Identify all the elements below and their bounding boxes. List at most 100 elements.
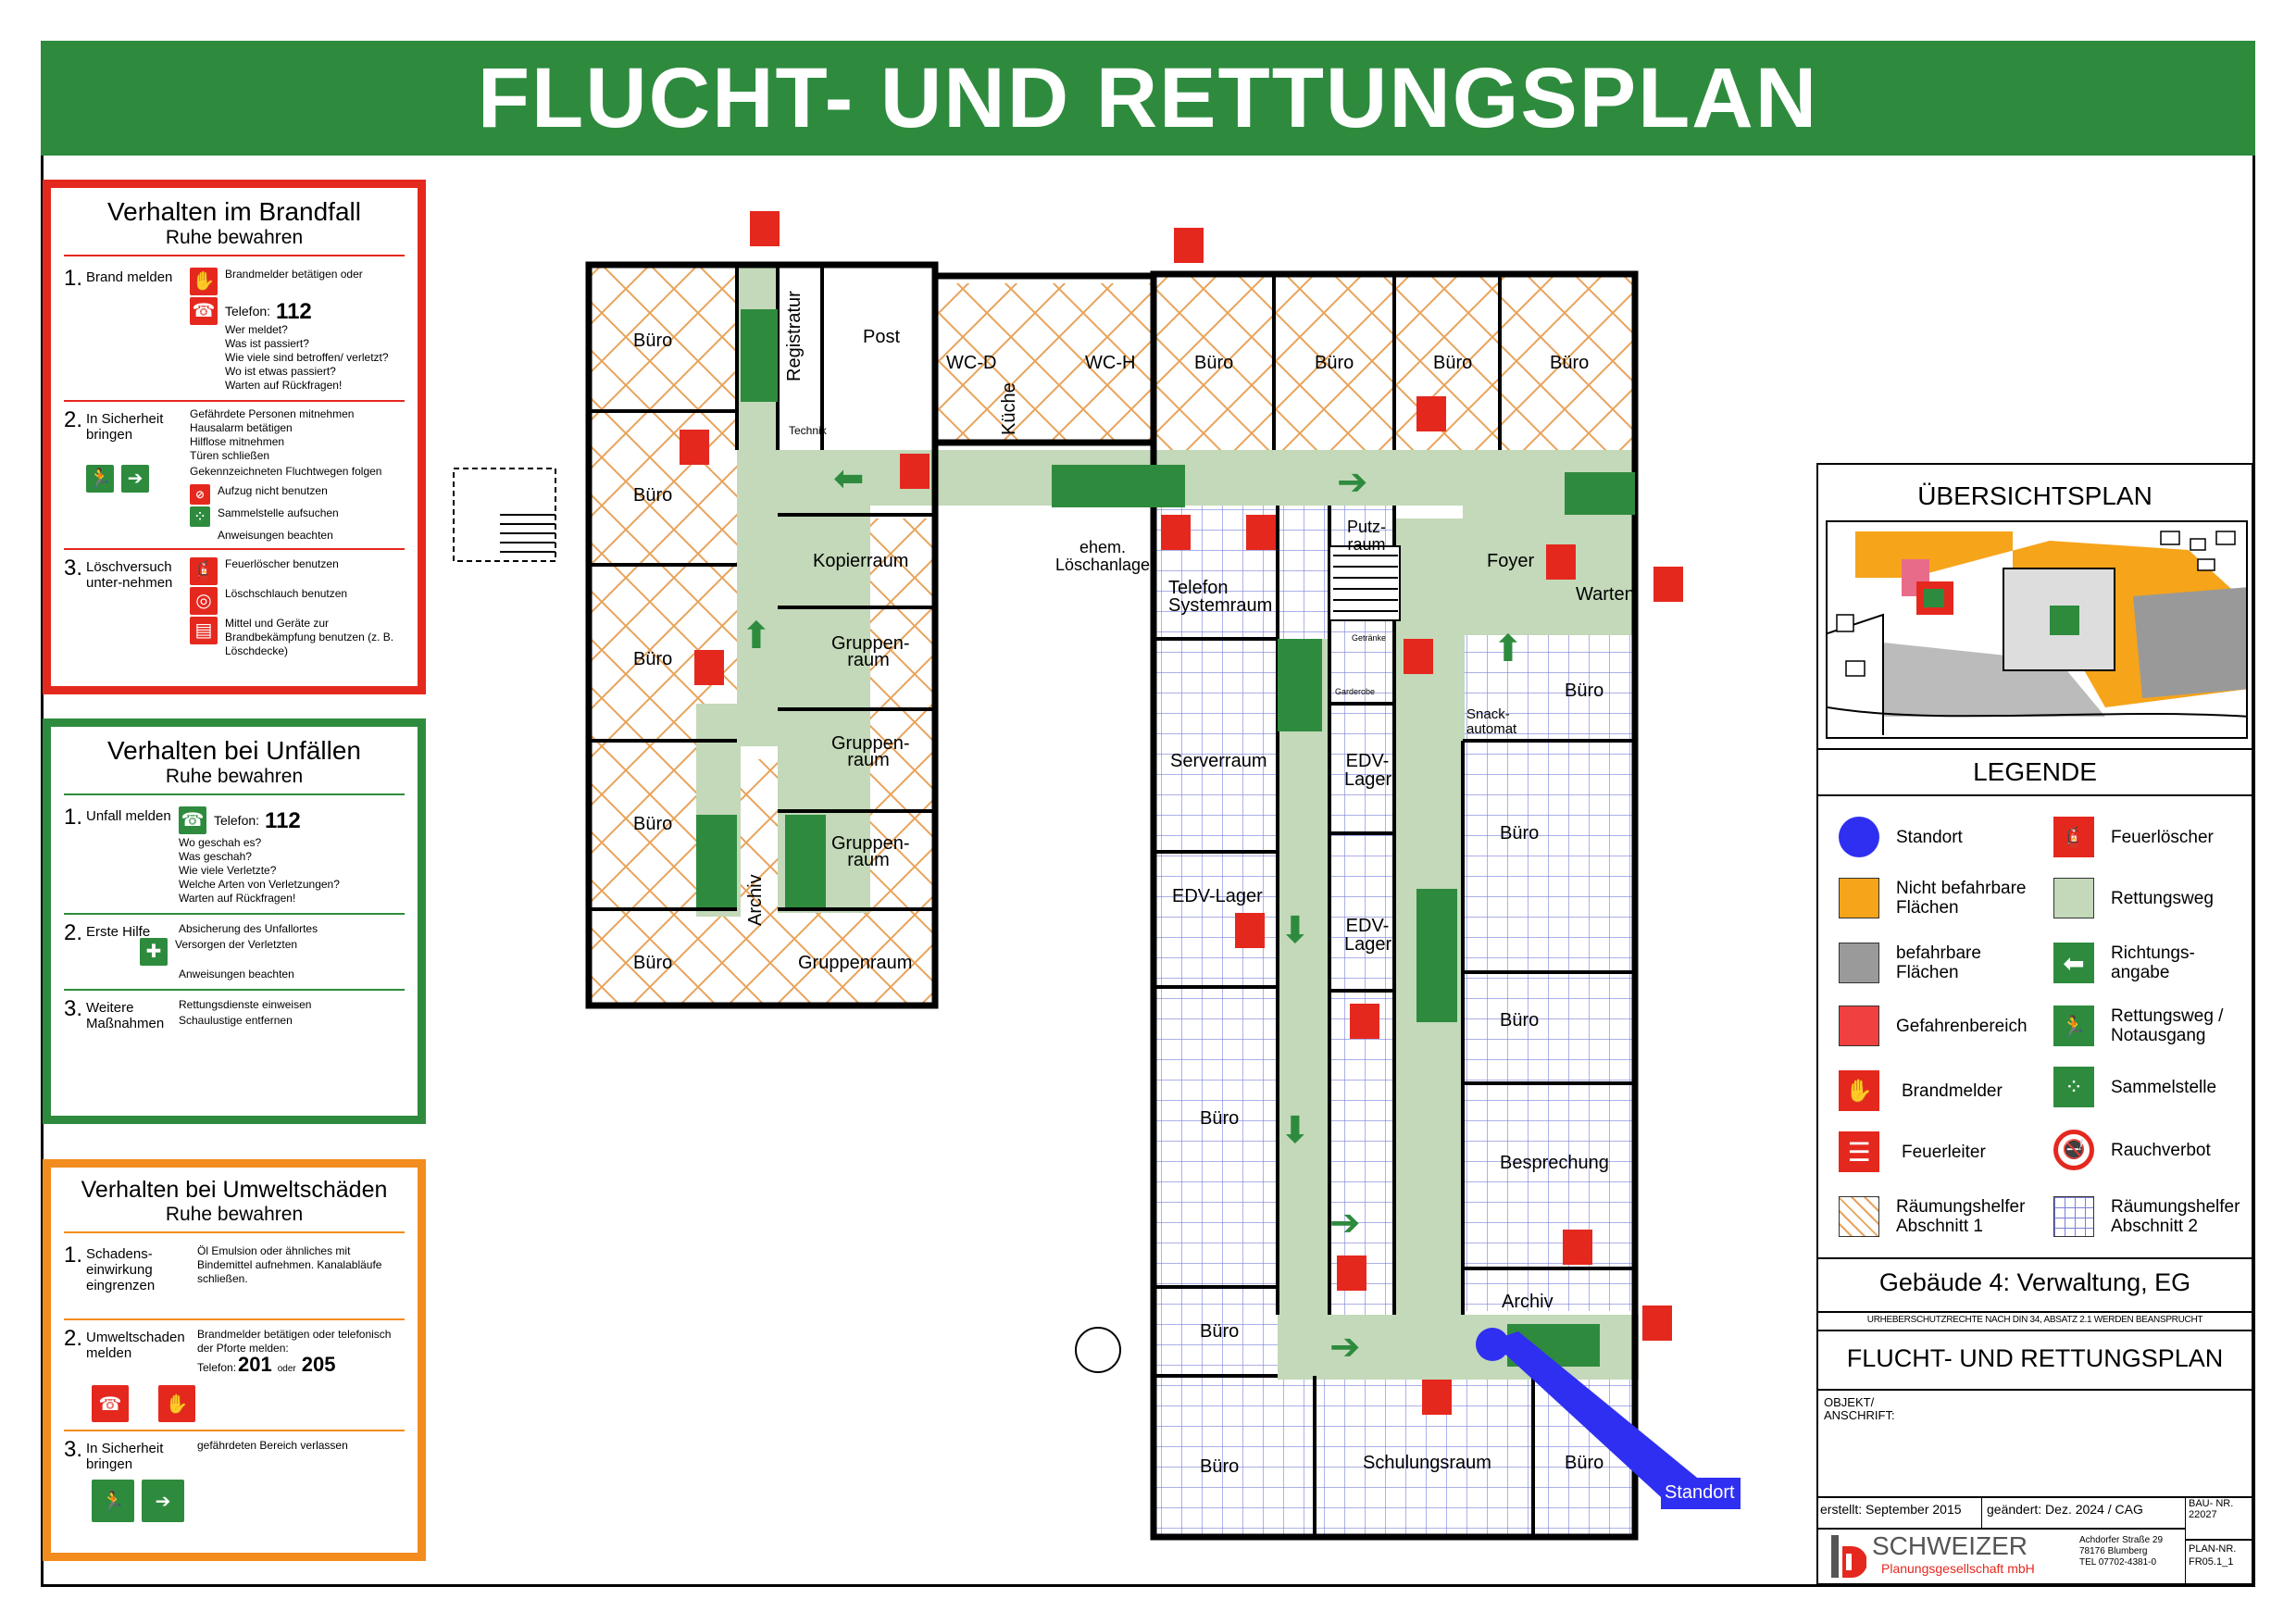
room-label: EDV-Lager bbox=[1344, 751, 1392, 790]
room-label: Büro bbox=[1315, 353, 1354, 373]
legend-label: Räumungshelfer Abschnitt 2 bbox=[2111, 1197, 2240, 1236]
step-text: Welche Arten von Verletzungen? bbox=[179, 878, 340, 891]
room-label: WC-D bbox=[946, 353, 997, 373]
legend-label: Nicht befahrbare Flächen bbox=[1896, 879, 2027, 918]
unfaelle-title: Verhalten bei Unfällen bbox=[107, 736, 361, 765]
step-text: Anweisungen beachten bbox=[218, 529, 333, 542]
umwelt-step-2: 2. Umweltschaden melden Brandmelder betä… bbox=[64, 1320, 405, 1431]
step-label: Löschversuch unter-nehmen bbox=[86, 559, 173, 591]
brandfall-step-2: 2. In Sicherheit bringen Gefährdete Pers… bbox=[64, 402, 405, 550]
room-label: Büro bbox=[1500, 1010, 1540, 1031]
fire-alarm-icon: ✋ bbox=[1839, 1070, 1879, 1111]
step-text: Aufzug nicht benutzen bbox=[218, 484, 328, 497]
step-number: 3. bbox=[64, 1437, 83, 1462]
fire-phone-icon: ☎ bbox=[190, 297, 218, 325]
step-number: 3. bbox=[64, 996, 83, 1021]
room-label: Büro bbox=[1565, 681, 1604, 701]
room-label: Serverraum bbox=[1170, 751, 1267, 771]
room-label: EDV-Lager bbox=[1172, 886, 1263, 906]
step-text: Gefährdete Personen mitnehmen bbox=[190, 407, 355, 420]
legend-abschnitt-2: Räumungshelfer Abschnitt 2 bbox=[2053, 1196, 2248, 1237]
step-number: 2. bbox=[64, 407, 83, 432]
step-label: Umweltschaden melden bbox=[86, 1330, 185, 1361]
step-text: Was geschah? bbox=[179, 850, 252, 863]
step-text: Warten auf Rückfragen! bbox=[179, 892, 296, 905]
legend-notausgang: 🏃Rettungsweg / Notausgang bbox=[2053, 1006, 2248, 1046]
step-text: oder bbox=[277, 1364, 296, 1374]
box-umwelt: Verhalten bei Umweltschäden Ruhe bewahre… bbox=[43, 1159, 426, 1561]
standort-label: Standort bbox=[1665, 1482, 1735, 1503]
step-number: 2. bbox=[64, 1326, 83, 1351]
room-label: Küche bbox=[999, 382, 1019, 435]
no-elevator-icon: ⊘ bbox=[190, 484, 210, 505]
fire-extinguisher-icon: 🧯 bbox=[190, 557, 218, 585]
plan-title: FLUCHT- UND RETTUNGSPLAN bbox=[1846, 1344, 2224, 1372]
plan-nr-label: PLAN-NR. bbox=[2189, 1543, 2237, 1555]
copyright-note: URHEBERSCHUTZRECHTE NACH DIN 34, ABSATZ … bbox=[1866, 1315, 2203, 1325]
svg-text:⬆: ⬆ bbox=[741, 615, 772, 657]
step-label: Unfall melden bbox=[86, 808, 171, 824]
step-text: Wie viele Verletzte? bbox=[179, 864, 277, 877]
step-number: 1. bbox=[64, 1243, 83, 1268]
step-text: Brandmelder betätigen oder bbox=[225, 268, 363, 281]
room-label: Büro bbox=[633, 485, 673, 506]
room-label: Büro bbox=[633, 814, 673, 834]
room-label: Gruppen-raum bbox=[831, 633, 910, 670]
step-text: Telefon: bbox=[214, 812, 260, 828]
step-text: Anweisungen beachten bbox=[179, 968, 294, 981]
step-text: Hilflose mitnehmen bbox=[190, 435, 285, 448]
page-title: FLUCHT- UND RETTUNGSPLAN bbox=[41, 41, 2255, 156]
erstellt-date: erstellt: September 2015 bbox=[1820, 1502, 1962, 1517]
floor-plan: ⬅➔⬆ ⬇⬇⬆ ➔➔ bbox=[453, 211, 1741, 1541]
inner-stair bbox=[1329, 545, 1401, 621]
step-number: 1. bbox=[64, 266, 83, 291]
room-label: Gruppenraum bbox=[798, 953, 913, 973]
svg-text:⬇: ⬇ bbox=[1279, 909, 1311, 952]
room-label: Warten bbox=[1576, 584, 1635, 605]
escape-person-icon: 🏃 bbox=[2053, 1006, 2094, 1046]
step-label: Weitere Maßnahmen bbox=[86, 1000, 165, 1031]
phone-number: 205 bbox=[301, 1353, 336, 1376]
legend-label: Brandmelder bbox=[1902, 1081, 2003, 1101]
step-text: Wie viele sind betroffen/ verletzt? bbox=[225, 351, 389, 364]
room-label: Besprechung bbox=[1500, 1153, 1609, 1173]
fire-alarm-icon: ✋ bbox=[190, 268, 218, 295]
legend-gefahrenbereich: Gefahrenbereich bbox=[1839, 1006, 2028, 1046]
phone-number: 112 bbox=[276, 298, 312, 324]
box-brandfall: Verhalten im Brandfall Ruhe bewahren 1. … bbox=[43, 180, 426, 694]
overview-map bbox=[1826, 520, 2248, 739]
step-text: Wer meldet? bbox=[225, 323, 288, 336]
room-label: Putz-raum bbox=[1346, 518, 1386, 554]
address-line: Achdorfer Straße 29 bbox=[2079, 1535, 2164, 1545]
step-text: Versorgen der Verletzten bbox=[175, 938, 298, 951]
swatch-gray bbox=[1839, 943, 1879, 983]
brandfall-step-3: 3. Löschversuch unter-nehmen 🧯Feuerlösch… bbox=[64, 550, 405, 666]
room-label: Foyer bbox=[1487, 551, 1535, 571]
company-name: SCHWEIZER bbox=[1872, 1531, 2028, 1560]
room-label: Telefon Systemraum bbox=[1168, 578, 1273, 616]
arrow-right-icon: ➔ bbox=[142, 1480, 184, 1522]
room-label: Büro bbox=[633, 331, 673, 351]
swatch-hatch bbox=[1839, 1196, 1879, 1237]
umwelt-step-1: 1. Schadens-einwirkung eingrenzen Öl Emu… bbox=[64, 1237, 405, 1320]
emergency-phone-icon: ☎ bbox=[179, 806, 206, 834]
step-text: Telefon: bbox=[197, 1361, 237, 1374]
room-label: Gruppen-raum bbox=[831, 733, 910, 770]
arrow-right-icon: ➔ bbox=[121, 465, 149, 493]
step-text: Wo ist etwas passiert? bbox=[225, 365, 336, 378]
assembly-point-icon: ⁘ bbox=[2053, 1067, 2094, 1107]
room-label: Büro bbox=[633, 953, 673, 973]
step-text: gefährdeten Bereich verlassen bbox=[197, 1439, 348, 1452]
legend-label: Standort bbox=[1896, 827, 1963, 847]
room-label: Schulungsraum bbox=[1363, 1453, 1491, 1473]
svg-text:⬇: ⬇ bbox=[1279, 1109, 1311, 1152]
legend-rettungsweg: Rettungsweg bbox=[2053, 878, 2214, 918]
room-label: Büro bbox=[1550, 353, 1590, 373]
section-1-area bbox=[935, 283, 1154, 443]
step-text: Wo geschah es? bbox=[179, 836, 262, 849]
step-text: Telefon: bbox=[225, 303, 271, 319]
legend-label: Sammelstelle bbox=[2111, 1077, 2217, 1097]
swatch-red bbox=[1839, 1006, 1879, 1046]
company-subtitle: Planungsgesellschaft mbH bbox=[1881, 1561, 2035, 1576]
